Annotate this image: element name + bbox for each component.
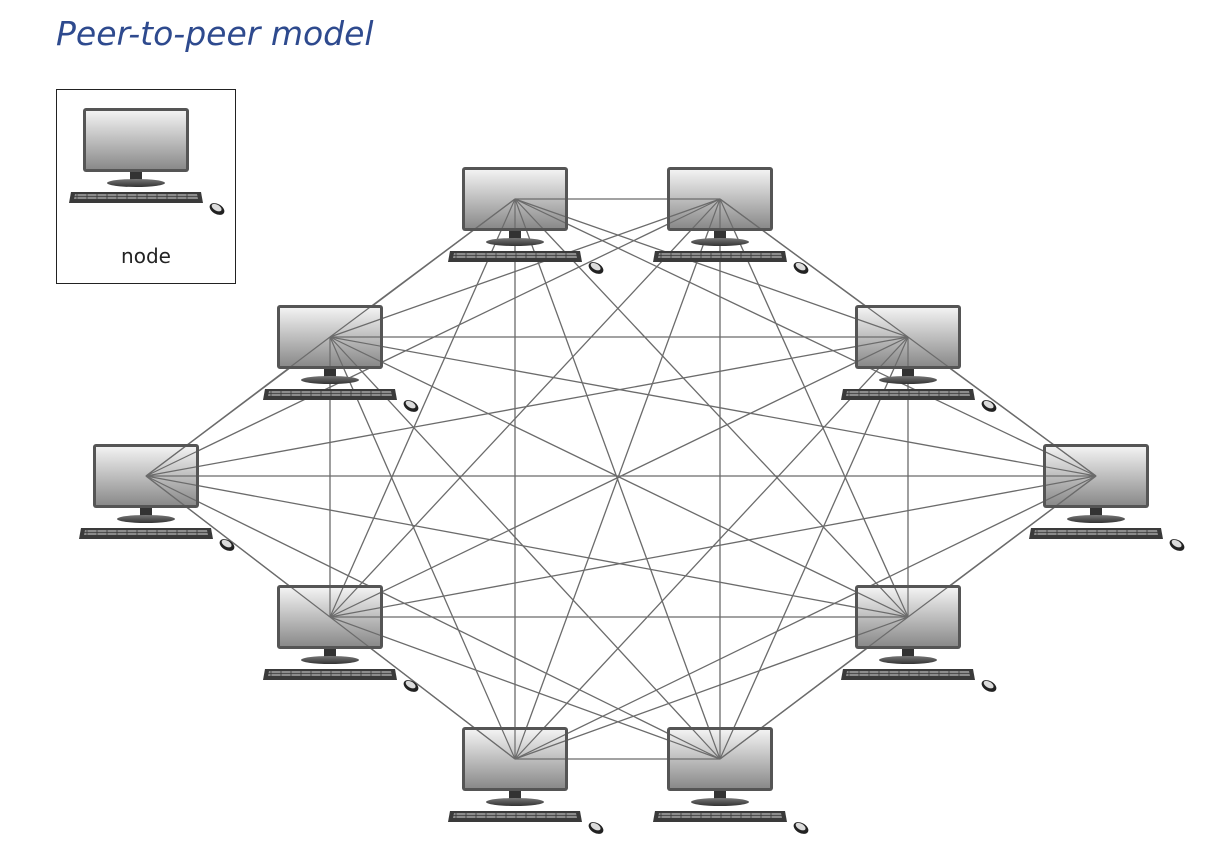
legend-box: node bbox=[56, 89, 236, 284]
node-8 bbox=[841, 585, 997, 692]
legend-computer bbox=[69, 108, 225, 215]
link-2-9 bbox=[514, 198, 721, 760]
legend-label: node bbox=[121, 244, 171, 268]
page-title: Peer-to-peer model bbox=[56, 14, 374, 53]
link-2-8 bbox=[719, 198, 909, 618]
link-3-9 bbox=[329, 336, 516, 760]
node-3 bbox=[263, 305, 419, 412]
link-3-6 bbox=[329, 336, 1097, 477]
link-4-5 bbox=[145, 336, 909, 477]
link-4-10 bbox=[719, 336, 909, 760]
node-9 bbox=[448, 727, 604, 834]
node-6 bbox=[1029, 444, 1185, 551]
node-1 bbox=[448, 167, 604, 274]
link-7-10 bbox=[329, 616, 721, 760]
link-4-9 bbox=[514, 336, 909, 760]
node-2 bbox=[653, 167, 809, 274]
computer-icon bbox=[69, 108, 225, 215]
link-1-4 bbox=[514, 198, 909, 338]
nodes bbox=[79, 167, 1185, 834]
screen-link-overlay bbox=[145, 198, 1097, 760]
link-4-7 bbox=[329, 336, 909, 618]
node-7 bbox=[263, 585, 419, 692]
link-1-8 bbox=[514, 198, 909, 618]
link-3-10 bbox=[329, 336, 721, 760]
link-2-7 bbox=[329, 198, 721, 618]
link-1-7 bbox=[329, 198, 516, 618]
link-8-9 bbox=[514, 616, 909, 760]
node-5 bbox=[79, 444, 235, 551]
link-6-7 bbox=[329, 475, 1097, 618]
link-5-8 bbox=[145, 475, 909, 618]
link-2-3 bbox=[329, 198, 721, 338]
